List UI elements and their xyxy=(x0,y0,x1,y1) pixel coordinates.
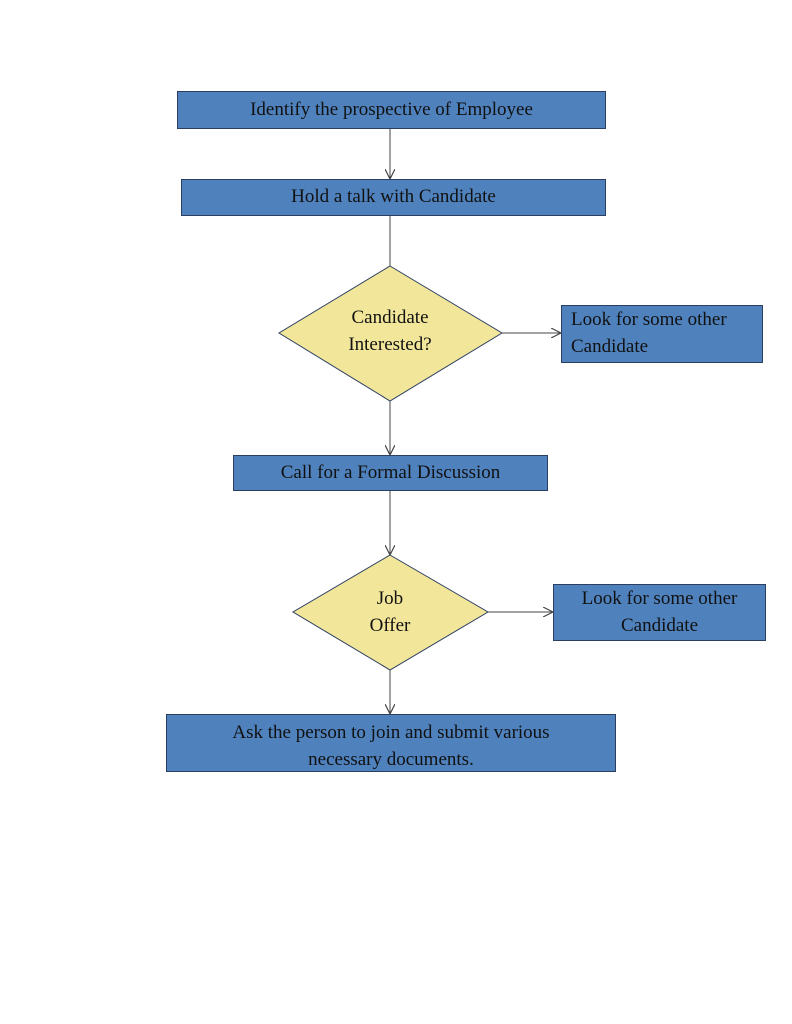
outcome-box-not-interested: Look for some other Candidate xyxy=(561,305,763,363)
outcome-label-not-interested-line2: Candidate xyxy=(571,336,649,357)
process-box-talk: Hold a talk with Candidate xyxy=(181,179,606,216)
process-label-join-line2: necessary documents. xyxy=(308,748,474,770)
decision-label-interested-line2: Interested? xyxy=(348,334,432,355)
decision-label-interested: Candidate Interested? xyxy=(322,300,458,364)
decision-label-offer-line1: Job xyxy=(376,588,404,610)
decision-label-offer-line2: Offer xyxy=(369,615,411,636)
process-label-identify: Identify the prospective of Employee xyxy=(250,98,533,120)
outcome-box-no-offer: Look for some other Candidate xyxy=(553,584,766,641)
process-label-talk: Hold a talk with Candidate xyxy=(291,186,496,208)
process-label-join-line1: Ask the person to join and submit variou… xyxy=(232,722,550,743)
process-box-join: Ask the person to join and submit variou… xyxy=(166,714,616,772)
process-box-identify: Identify the prospective of Employee xyxy=(177,91,606,129)
outcome-label-no-offer-line1: Look for some other xyxy=(581,587,738,609)
outcome-label-not-interested-line1: Look for some other xyxy=(571,309,727,331)
outcome-label-no-offer-line2: Candidate xyxy=(620,614,699,636)
process-label-formal-discussion: Call for a Formal Discussion xyxy=(280,461,501,483)
decision-label-interested-line1: Candidate xyxy=(351,307,429,329)
decision-label-offer: Job Offer xyxy=(330,584,450,642)
process-box-formal-discussion: Call for a Formal Discussion xyxy=(233,455,548,491)
